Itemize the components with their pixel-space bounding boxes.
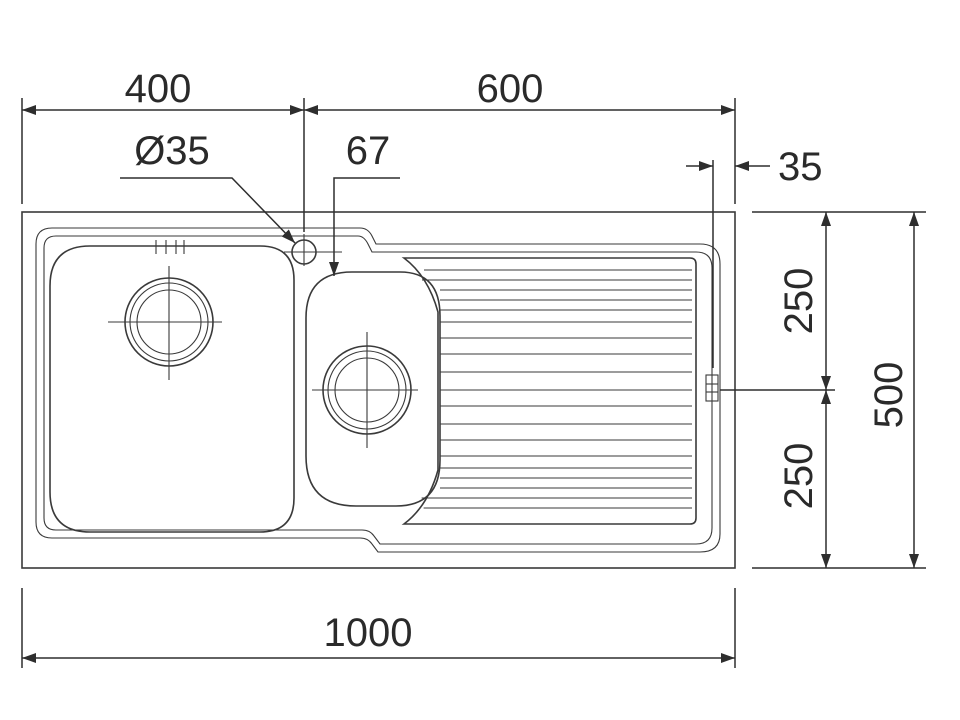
- dimension-250-bottom-label: 250: [777, 443, 821, 510]
- dimension-600: 600: [304, 67, 735, 115]
- dimension-250-top: 250: [777, 212, 831, 390]
- dimension-tap-hole-diameter: Ø35: [120, 129, 296, 244]
- small-bowl-drain: [312, 332, 418, 448]
- dimension-67: 67: [329, 129, 400, 276]
- dimension-500: 500: [867, 212, 919, 568]
- tap-hole-diameter-label: Ø35: [134, 129, 210, 173]
- dimension-400-label: 400: [125, 67, 192, 111]
- dimension-35: 35: [686, 145, 823, 368]
- dimension-1000-label: 1000: [324, 611, 413, 655]
- dimension-67-label: 67: [346, 129, 391, 173]
- dimension-1000: 1000: [22, 611, 735, 663]
- dimension-600-label: 600: [477, 67, 544, 111]
- dimension-250-top-label: 250: [777, 268, 821, 335]
- main-bowl-drain: [108, 266, 222, 380]
- dimension-500-label: 500: [867, 362, 911, 429]
- tap-hole: [284, 234, 342, 266]
- dimension-250-bottom: 250: [777, 390, 831, 568]
- drainer-board: [401, 257, 697, 525]
- dimension-400: 400: [22, 67, 304, 115]
- dimension-35-label: 35: [778, 145, 823, 189]
- overflow-outlet: [705, 374, 719, 402]
- small-bowl: [305, 271, 441, 507]
- main-bowl: [49, 240, 295, 533]
